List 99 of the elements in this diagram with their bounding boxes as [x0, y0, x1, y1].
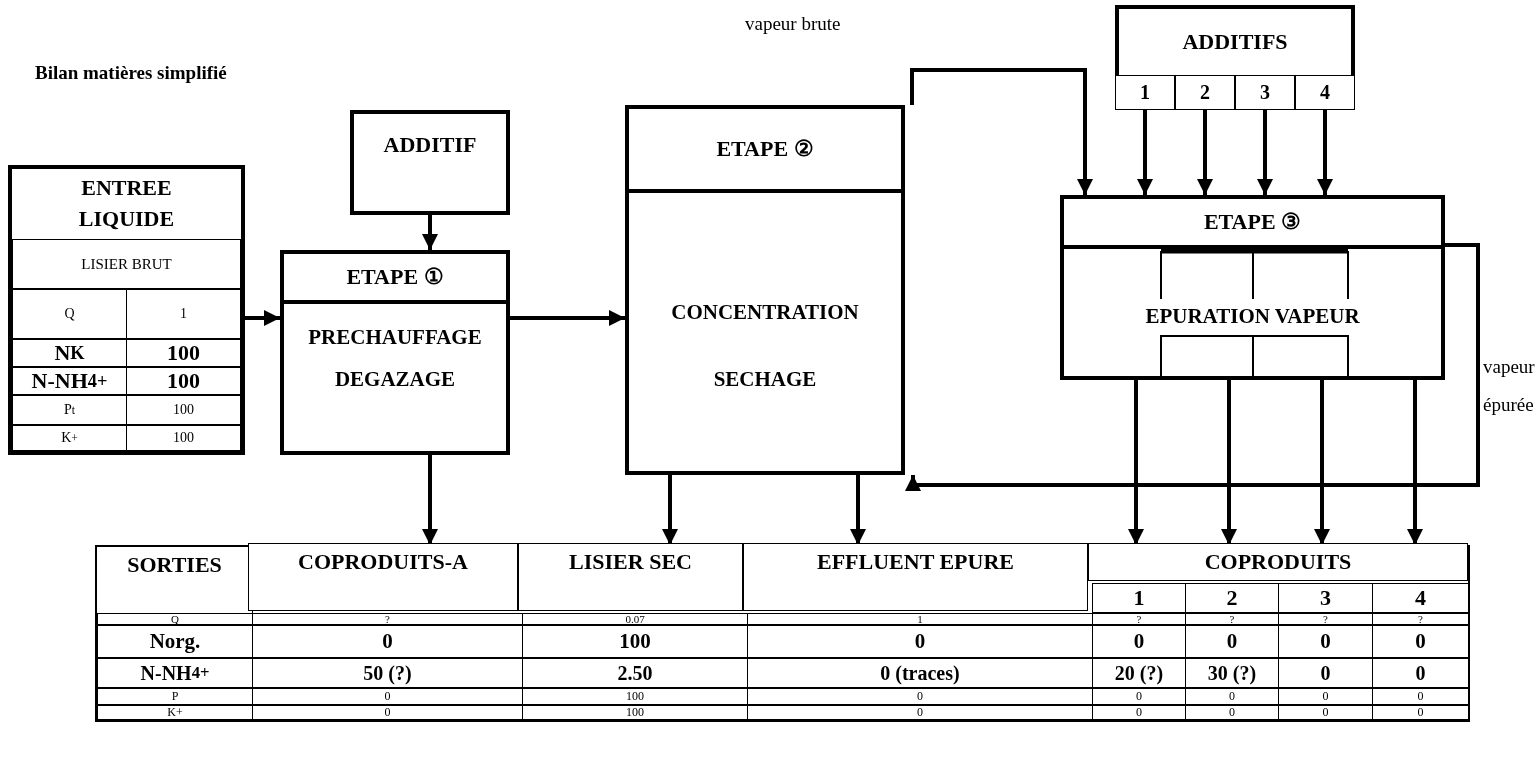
- input-table: [8, 165, 245, 455]
- table-cell: Q: [97, 613, 253, 625]
- arrow: [422, 215, 438, 250]
- table-cell: 4: [1372, 583, 1469, 613]
- table-cell: [1175, 75, 1235, 110]
- column-header: [518, 543, 743, 611]
- table-cell: 0: [747, 705, 1093, 720]
- arrow: [1197, 110, 1213, 195]
- arrow: [422, 455, 438, 545]
- additive-number: 2: [1200, 81, 1210, 104]
- column-heading: LISIER SEC: [568, 548, 693, 576]
- process-box: [280, 250, 510, 455]
- table-cell: 0: [1185, 688, 1279, 705]
- table-cell: 100: [522, 688, 748, 705]
- column-header: [743, 543, 1088, 611]
- arrow: [910, 68, 1093, 195]
- table-cell: 0: [1185, 625, 1279, 658]
- arrow: [1221, 380, 1237, 545]
- column-heading: COPRODUITS: [1203, 548, 1353, 576]
- step-label: PRECHAUFFAGE DEGAZAGE: [307, 324, 483, 393]
- table-cell: 0 (traces): [747, 658, 1093, 688]
- table-heading: ENTREE LIQUIDE: [77, 174, 176, 233]
- output-table: [95, 545, 1470, 722]
- arrow: [1137, 110, 1153, 195]
- diagram-title: Bilan matières simplifié: [35, 62, 227, 84]
- table-cell: 0: [1092, 625, 1186, 658]
- arrow: [1317, 110, 1333, 195]
- box-label: ADDITIF: [382, 132, 478, 158]
- table-cell: Q: [12, 289, 127, 339]
- table-cell: 30 (?): [1185, 658, 1279, 688]
- process-box: [350, 110, 510, 215]
- table-cell: 100: [126, 425, 241, 451]
- process-box: [1115, 5, 1355, 110]
- table-cell: 0: [252, 705, 523, 720]
- table-cell: LISIER BRUT: [12, 239, 241, 289]
- arrow: [1128, 380, 1144, 545]
- table-cell: 100: [126, 339, 241, 367]
- additive-number: 1: [1140, 81, 1150, 104]
- table-cell: 0: [1092, 705, 1186, 720]
- arrow: [245, 310, 280, 326]
- table-cell: P: [97, 688, 253, 705]
- table-cell: 100: [126, 367, 241, 395]
- additive-number: 4: [1320, 81, 1330, 104]
- table-cell: 0: [1278, 658, 1373, 688]
- arrow: [1407, 380, 1423, 545]
- step-heading: ETAPE ②: [716, 136, 814, 162]
- table-cell: 3: [1278, 583, 1373, 613]
- table-cell: 0.07: [522, 613, 748, 625]
- column-heading: EFFLUENT EPURE: [816, 548, 1015, 576]
- table-cell: ?: [1278, 613, 1373, 625]
- table-cell: 0: [1278, 705, 1373, 720]
- column-header: [1088, 543, 1468, 581]
- table-cell: 0: [1372, 625, 1469, 658]
- table-cell: ?: [1372, 613, 1469, 625]
- arrow: [662, 475, 678, 545]
- column-heading: COPRODUITS-A: [297, 548, 469, 576]
- table-cell: 20 (?): [1092, 658, 1186, 688]
- table-cell: 0: [1092, 688, 1186, 705]
- table-cell: Norg.: [97, 625, 253, 658]
- step-heading: ETAPE ①: [346, 264, 444, 290]
- table-cell: 0: [1372, 688, 1469, 705]
- arrow: [850, 475, 866, 545]
- table-cell: 100: [522, 625, 748, 658]
- step-label: CONCENTRATION SECHAGE: [670, 299, 860, 394]
- table-cell: 0: [1278, 688, 1373, 705]
- step-label: EPURATION VAPEUR: [1144, 303, 1361, 330]
- table-cell: 2.50: [522, 658, 748, 688]
- table-cell: [1115, 75, 1175, 110]
- table-cell: ?: [1092, 613, 1186, 625]
- process-box: [1060, 195, 1445, 380]
- additive-number: 3: [1260, 81, 1270, 104]
- table-cell: 1: [1092, 583, 1186, 613]
- table-cell: 0: [1372, 658, 1469, 688]
- table-cell: 0: [252, 625, 523, 658]
- process-box: [625, 105, 905, 475]
- arrow: [1314, 380, 1330, 545]
- table-cell: [1235, 75, 1295, 110]
- table-cell: K+: [97, 705, 253, 720]
- arrow: [510, 310, 625, 326]
- table-cell: 0: [1278, 625, 1373, 658]
- step-heading: ETAPE ③: [1203, 209, 1302, 235]
- table-cell: 0: [1185, 705, 1279, 720]
- table-cell: 0: [747, 625, 1093, 658]
- table-cell: 100: [522, 705, 748, 720]
- column-header: [248, 543, 518, 611]
- table-cell: ?: [252, 613, 523, 625]
- table-cell: ?: [1185, 613, 1279, 625]
- table-cell: 1: [126, 289, 241, 339]
- table-cell: 0: [747, 688, 1093, 705]
- box-label: ADDITIFS: [1181, 29, 1289, 55]
- table-cell: 2: [1185, 583, 1279, 613]
- table-cell: 0: [1372, 705, 1469, 720]
- table-cell: 1: [747, 613, 1093, 625]
- arrow: [1257, 110, 1273, 195]
- table-cell: 50 (?): [252, 658, 523, 688]
- table-cell: [1295, 75, 1355, 110]
- table-cell: 100: [126, 395, 241, 425]
- arrow: [905, 243, 1480, 491]
- table-cell: 0: [252, 688, 523, 705]
